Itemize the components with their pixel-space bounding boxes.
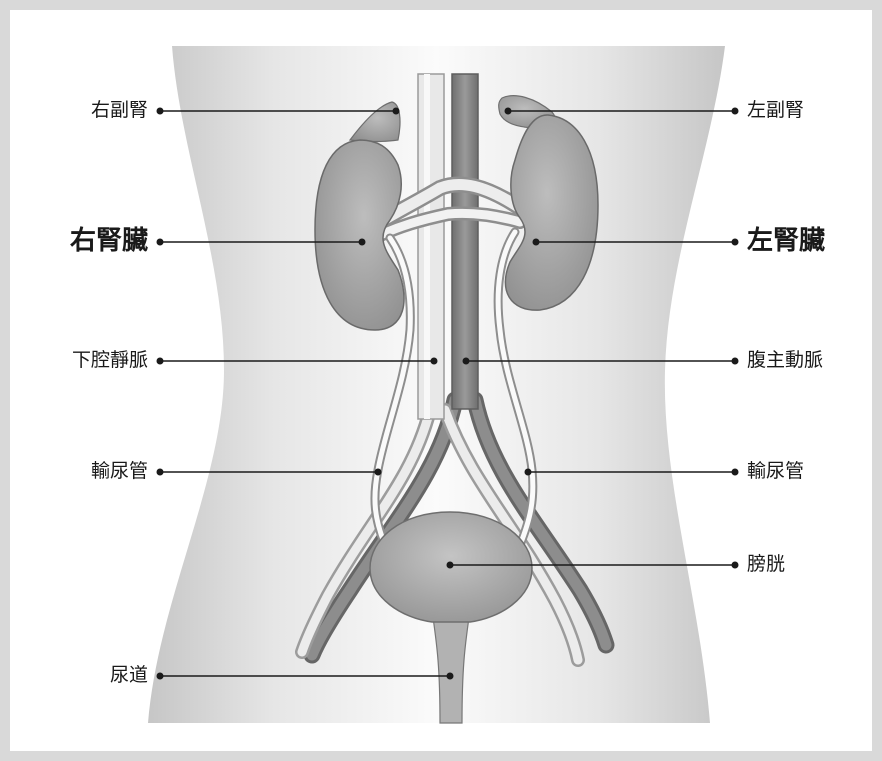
inferior-vena-cava [418, 74, 444, 419]
label-left-adrenal: 左副腎 [747, 101, 804, 120]
label-left-kidney: 左腎臟 [747, 228, 825, 254]
label-right-kidney: 右腎臟 [70, 228, 148, 254]
label-abdominal-aorta: 腹主動脈 [747, 351, 823, 370]
label-urethra: 尿道 [110, 666, 148, 685]
label-bladder: 膀胱 [747, 555, 785, 574]
label-left-ureter: 輸尿管 [747, 462, 804, 481]
label-right-adrenal: 右副腎 [91, 101, 148, 120]
label-right-ureter: 輸尿管 [91, 462, 148, 481]
label-inferior-vena-cava: 下腔靜脈 [72, 351, 148, 370]
